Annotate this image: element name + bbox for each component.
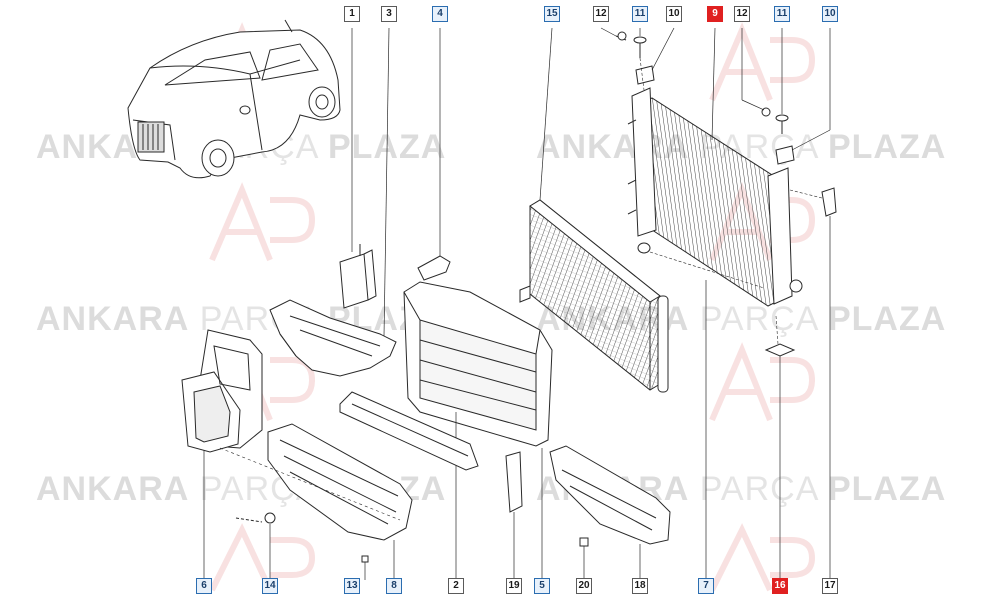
callout-6[interactable]: 6	[196, 578, 212, 594]
part-6-side-duct	[181, 329, 263, 580]
part-8-lower-deflector	[219, 423, 413, 580]
callout-18[interactable]: 18	[632, 578, 648, 594]
ap-logo-icon	[709, 342, 816, 422]
part-7-link	[637, 242, 765, 580]
callout-20[interactable]: 20	[576, 578, 592, 594]
part-19-bracket	[505, 451, 523, 580]
ap-logo-icon	[209, 182, 316, 262]
part-15-condenser	[519, 27, 669, 393]
callout-17[interactable]: 17	[822, 578, 838, 594]
lower-strip	[339, 391, 479, 471]
callout-7[interactable]: 7	[698, 578, 714, 594]
callout-12-right[interactable]: 12	[734, 6, 750, 22]
part-16-mount	[764, 315, 796, 580]
part-18-right-deflector	[549, 445, 671, 580]
fasteners-10-11-12-left	[600, 27, 675, 91]
car-illustration	[127, 19, 341, 179]
callout-4[interactable]: 4	[432, 6, 448, 22]
callout-5[interactable]: 5	[534, 578, 550, 594]
callout-3[interactable]: 3	[381, 6, 397, 22]
callout-19[interactable]: 19	[506, 578, 522, 594]
fasteners-10-11-12-right	[741, 28, 831, 165]
callout-11-right[interactable]: 11	[774, 6, 790, 22]
callout-12-left[interactable]: 12	[593, 6, 609, 22]
fasteners-14-13	[235, 512, 369, 580]
callout-10-right[interactable]: 10	[822, 6, 838, 22]
callout-13[interactable]: 13	[344, 578, 360, 594]
part-9-radiator	[627, 27, 803, 307]
part-4-clip	[417, 28, 451, 281]
callout-1[interactable]: 1	[344, 6, 360, 22]
callout-15[interactable]: 15	[544, 6, 560, 22]
callout-2[interactable]: 2	[448, 578, 464, 594]
part-17-bracket	[789, 187, 837, 580]
part-2-frame	[403, 281, 553, 580]
callout-16[interactable]: 16	[772, 578, 788, 594]
part-1-bracket	[339, 28, 377, 309]
callout-11-left[interactable]: 11	[632, 6, 648, 22]
callout-14[interactable]: 14	[262, 578, 278, 594]
ap-logo-icon	[209, 523, 316, 592]
ap-logo-icon	[709, 523, 816, 592]
callout-9[interactable]: 9	[707, 6, 723, 22]
part-3-upper-deflector	[269, 27, 397, 377]
callout-10-left[interactable]: 10	[666, 6, 682, 22]
callout-8[interactable]: 8	[386, 578, 402, 594]
